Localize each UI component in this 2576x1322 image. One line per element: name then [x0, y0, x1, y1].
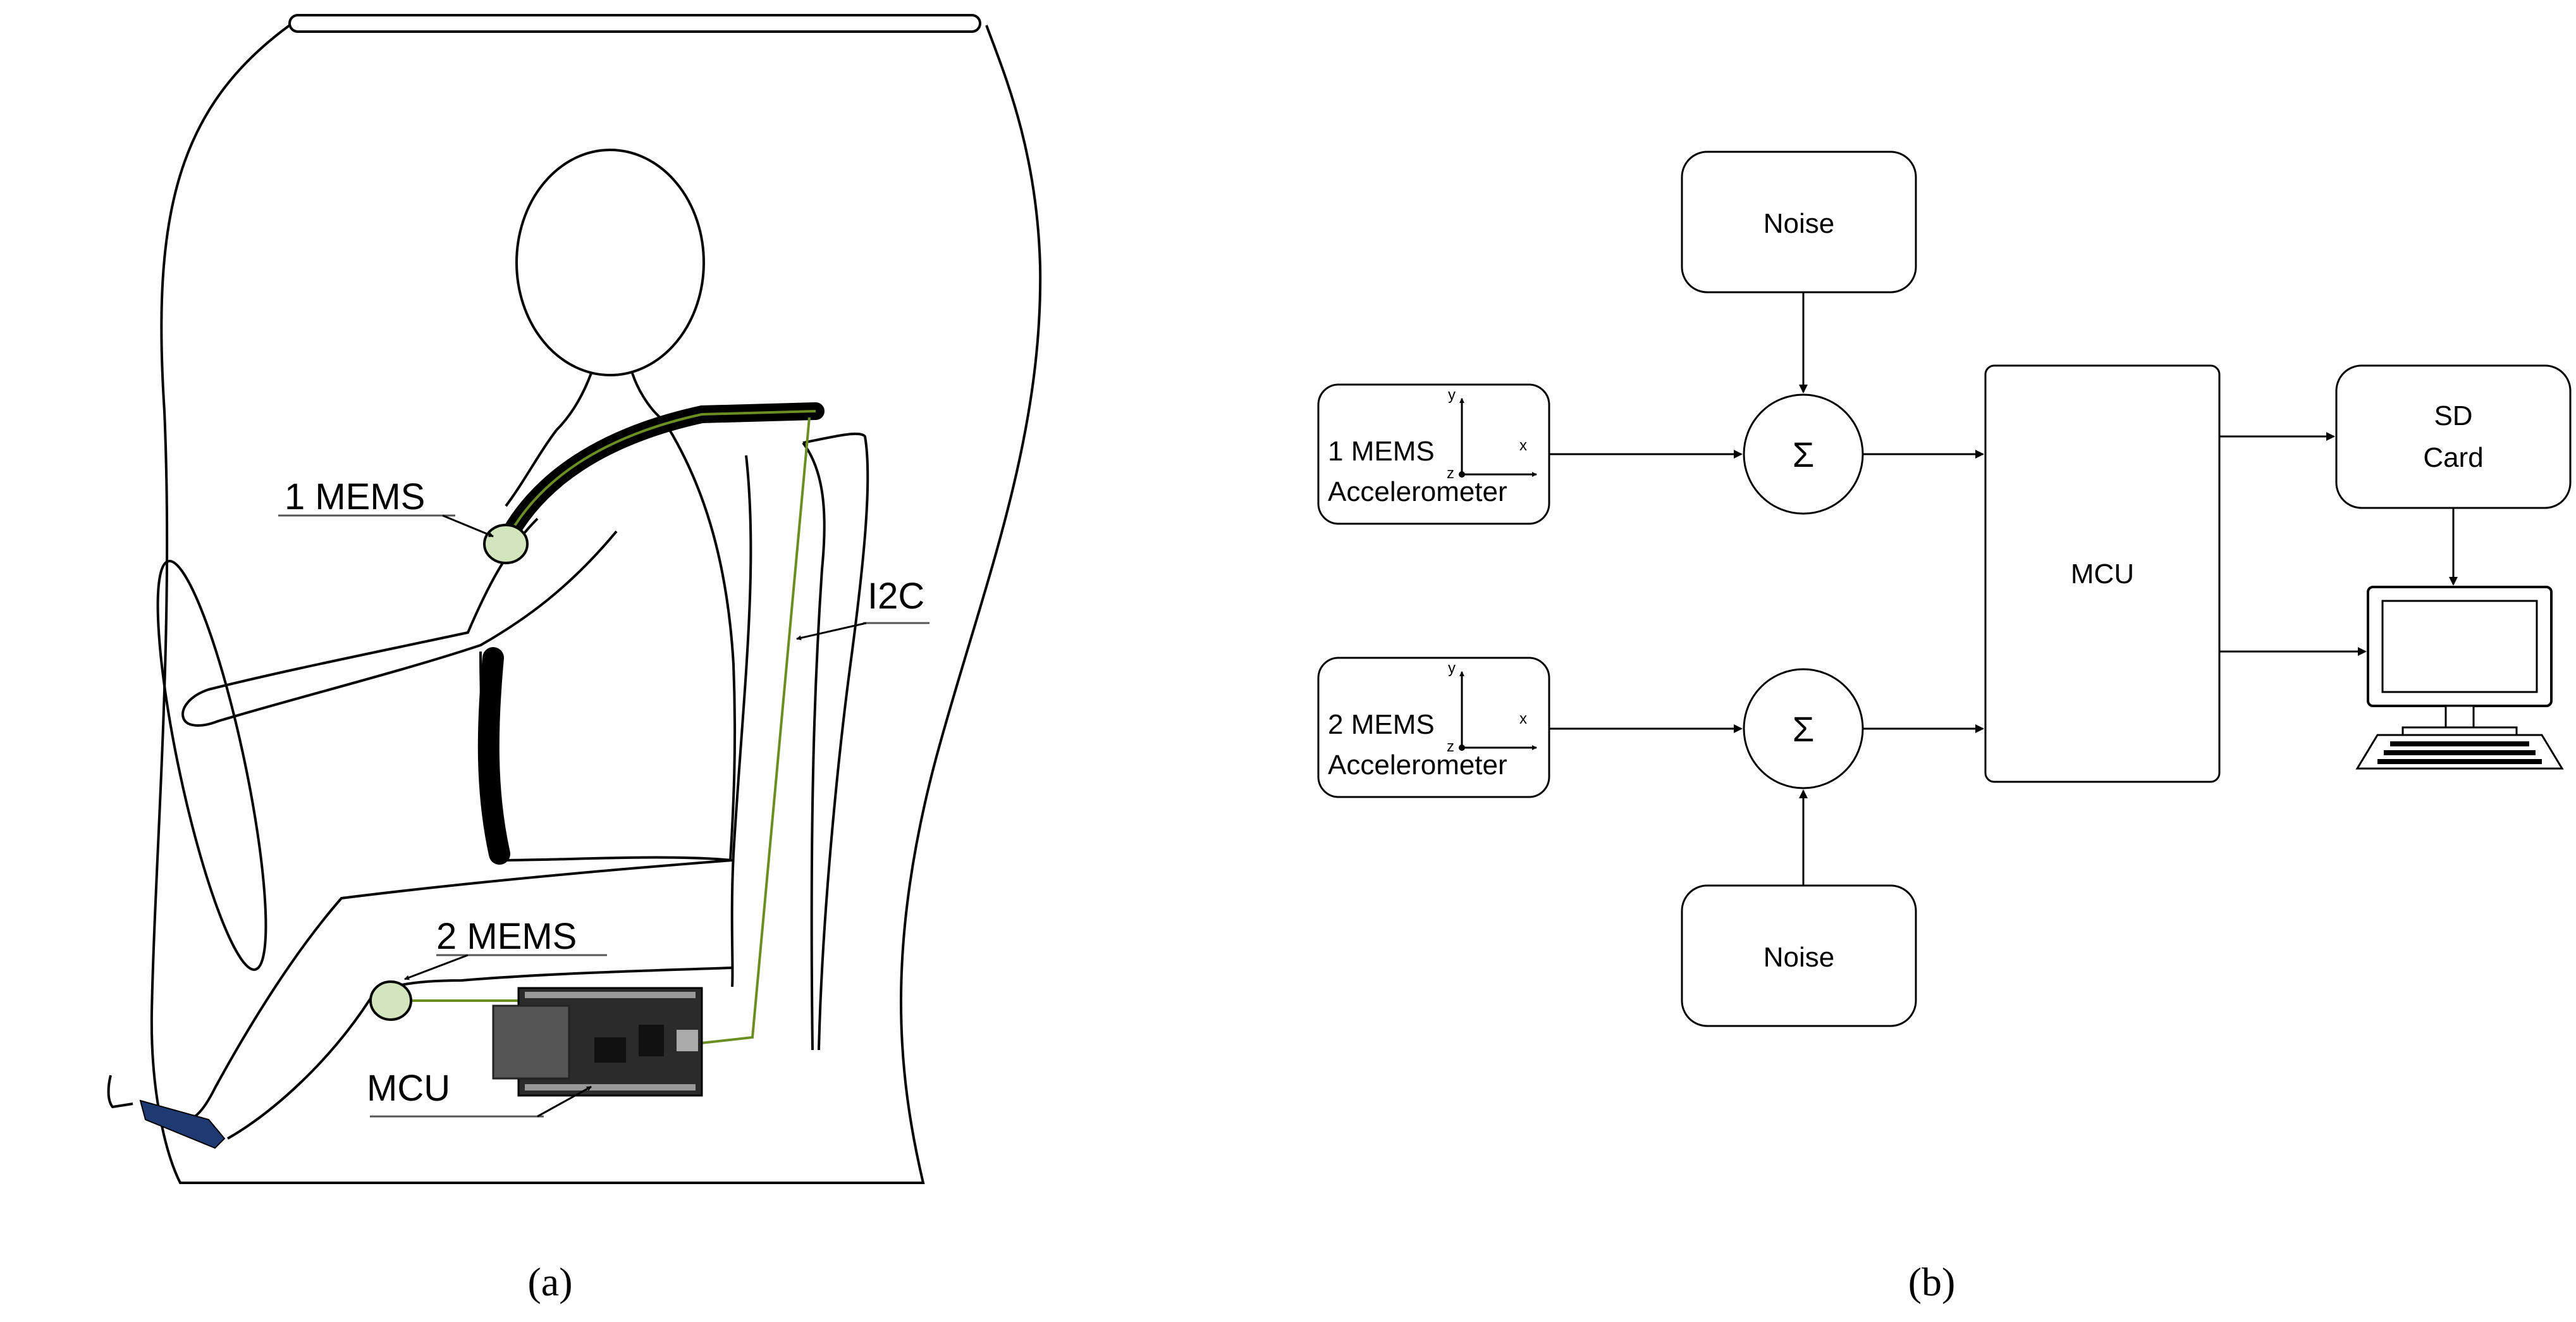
label-mems1: 1 MEMS	[285, 476, 425, 517]
steering-wheel	[156, 560, 267, 971]
mcu-board	[492, 987, 703, 1097]
driver-foot	[107, 1075, 133, 1109]
mems2-block-line1: 2 MEMS	[1328, 709, 1435, 740]
i2c-wire	[695, 417, 811, 1045]
roof-rail	[288, 14, 981, 33]
seat-belt-shoulder-wire	[505, 410, 816, 541]
caption-a: (a)	[527, 1259, 572, 1304]
driver-leg	[182, 859, 733, 1140]
mems1-block-line2: Accelerometer	[1328, 476, 1507, 507]
seat-belt-shoulder	[497, 402, 825, 550]
mems2-axis-y: y	[1448, 660, 1456, 677]
sd-card-block	[2335, 364, 2572, 509]
noise-top-block	[1681, 151, 1917, 293]
mems1-axis-x: x	[1519, 437, 1527, 454]
pedal	[139, 1099, 226, 1149]
mems2-block-line2: Accelerometer	[1328, 750, 1507, 781]
panel-b-arrows	[1549, 292, 2458, 886]
seat-back	[730, 442, 826, 1051]
driver-lap	[479, 651, 733, 862]
mems2-sensor	[369, 980, 412, 1021]
mems1-axis-y: y	[1448, 386, 1456, 404]
mems2-axis-z: z	[1447, 738, 1454, 755]
mems2-axes-icon	[1459, 671, 1537, 750]
sum-top-symbol: Σ	[1793, 435, 1815, 474]
sd-card-line2: Card	[2423, 442, 2483, 473]
mems1-axis-z: z	[1447, 465, 1454, 482]
seat-back-top	[802, 432, 869, 1051]
panel-a-leaders	[278, 514, 929, 1118]
panel-b-block-diagram: Noise Noise 1 MEMS Accelerometer y x z 2…	[1317, 151, 2572, 1027]
noise-bottom-block	[1681, 884, 1917, 1027]
label-i2c: I2C	[868, 576, 924, 617]
mems1-block-line1: 1 MEMS	[1328, 436, 1435, 467]
label-mems2: 2 MEMS	[436, 916, 577, 957]
mems2-axis-x: x	[1519, 710, 1527, 727]
seat-belt-lap	[477, 647, 510, 865]
mems1-sensor	[483, 524, 529, 564]
sum-bottom-symbol: Σ	[1793, 709, 1815, 749]
mcu-block-label: MCU	[2071, 559, 2134, 590]
mems2-block	[1317, 657, 1550, 798]
computer-icon	[2355, 586, 2564, 770]
label-mcu-a: MCU	[367, 1068, 450, 1109]
driver-torso	[505, 419, 737, 861]
mcu-block	[1984, 364, 2221, 783]
driver-head	[515, 149, 705, 376]
noise-bottom-label: Noise	[1763, 942, 1835, 973]
cabin-outline	[150, 24, 1042, 1184]
sd-card-line1: SD	[2434, 400, 2472, 431]
panel-a-car-illustration	[107, 14, 1042, 1184]
driver-arm	[181, 517, 618, 727]
mems1-axes-icon	[1459, 398, 1537, 477]
caption-b: (b)	[1908, 1259, 1956, 1304]
noise-top-label: Noise	[1763, 208, 1835, 239]
